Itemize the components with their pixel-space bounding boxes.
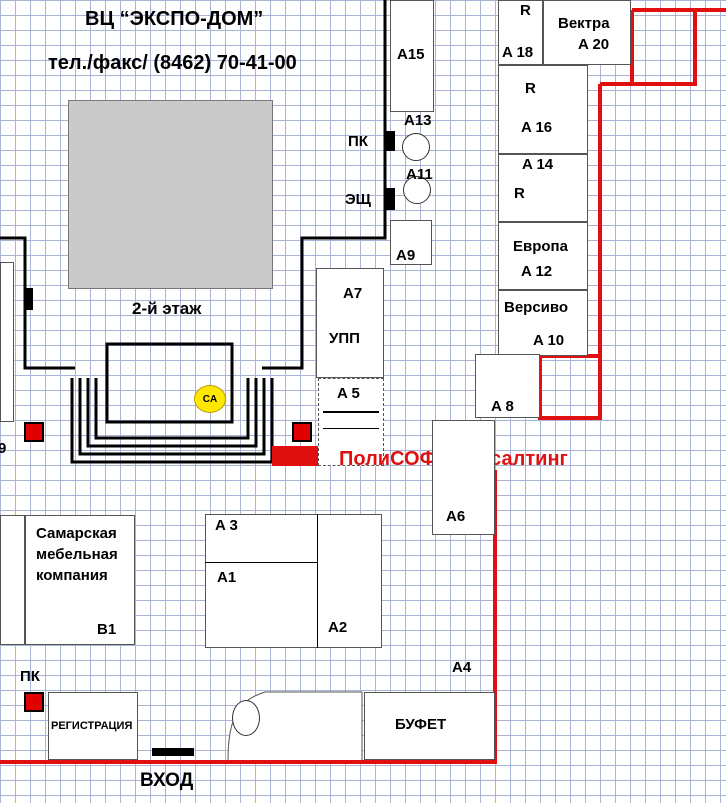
- buffet[interactable]: [364, 692, 495, 760]
- booth-a6-label: A6: [446, 508, 466, 525]
- ca-label: CA: [202, 393, 218, 405]
- booth-a10-name: Версиво: [504, 299, 569, 316]
- booth-a11-label: A11: [406, 166, 433, 183]
- booth-a18-mark: R: [520, 2, 531, 19]
- booth-a3-label: A 3: [215, 517, 238, 534]
- booth-a14[interactable]: [498, 154, 588, 222]
- booth-a1-label: A1: [217, 569, 237, 586]
- booth-divider-vertical: [317, 514, 318, 648]
- booth-a8-label: A 8: [491, 398, 514, 415]
- booth-a4-label: A4: [452, 659, 472, 676]
- polisoft-booth[interactable]: [272, 446, 318, 466]
- booth-a5-label: A 5: [337, 385, 360, 402]
- booth-a5-line1: [323, 411, 379, 413]
- left-small-booth[interactable]: [0, 515, 25, 645]
- pk-top-marker: [385, 131, 395, 151]
- floor-label: 2-й этаж: [132, 299, 202, 318]
- esch-label: ЭЩ: [345, 191, 371, 208]
- booth-a15-label: A15: [397, 46, 425, 63]
- booth-a12-label: A 12: [521, 263, 553, 280]
- booth-a7[interactable]: [316, 268, 384, 378]
- entrance-door[interactable]: [152, 748, 194, 756]
- booth-a1-a2-block: [205, 514, 382, 648]
- column-a11: [403, 176, 431, 204]
- entrance-label: ВХОД: [140, 770, 194, 791]
- column-a13: [402, 133, 430, 161]
- buffet-label: БУФЕТ: [395, 716, 447, 733]
- booth-a12-name: Европа: [513, 238, 568, 255]
- booth-a18[interactable]: [498, 0, 543, 65]
- booth-a20[interactable]: [543, 0, 631, 65]
- booth-a14-mark: R: [514, 185, 525, 202]
- booth-b1-label: B1: [97, 621, 117, 638]
- booth-a14-label: A 14: [522, 156, 554, 173]
- booth-a5-line2: [323, 428, 379, 429]
- fire-marker-left: [24, 422, 44, 442]
- booth-a12[interactable]: [498, 222, 588, 290]
- booth-a13-label: A13: [404, 112, 432, 129]
- booth-a15[interactable]: [390, 0, 434, 112]
- booth-b1-name-1: Самарская: [36, 525, 117, 542]
- registration-label: РЕГИСТРАЦИЯ: [51, 720, 133, 732]
- booth-a18-label: A 18: [502, 44, 534, 61]
- left-partial-booth[interactable]: [0, 262, 14, 422]
- left-edge-char: 9: [0, 440, 7, 457]
- esch-marker: [385, 188, 395, 210]
- venue-phone: тел./факс/ (8462) 70-41-00: [48, 52, 297, 74]
- booth-a16[interactable]: [498, 65, 588, 154]
- booth-a20-label: A 20: [578, 36, 610, 53]
- booth-a8[interactable]: [475, 354, 540, 418]
- central-atrium: [68, 100, 273, 289]
- booth-a9[interactable]: [390, 220, 432, 265]
- registration-desk[interactable]: [48, 692, 138, 760]
- booth-a2-label: A2: [328, 619, 348, 636]
- booth-a6[interactable]: [432, 420, 495, 535]
- booth-a7-label: A7: [343, 285, 363, 302]
- booth-upp-label: УПП: [329, 330, 360, 347]
- booth-a5[interactable]: [318, 378, 384, 466]
- left-wall-marker: [25, 288, 33, 310]
- venue-name: ВЦ “ЭКСПО-ДОМ”: [85, 8, 264, 30]
- lobby-column: [232, 700, 260, 736]
- pk-top-label: ПК: [348, 133, 368, 150]
- booth-a10-label: A 10: [533, 332, 565, 349]
- booth-b1[interactable]: [25, 515, 135, 645]
- booth-a20-name: Вектра: [558, 15, 610, 32]
- booth-a16-mark: R: [525, 80, 536, 97]
- pk-bottom-label: ПК: [20, 668, 40, 685]
- booth-a9-label: A9: [396, 247, 416, 264]
- booth-divider-horizontal: [205, 562, 317, 563]
- fire-marker-center: [292, 422, 312, 442]
- booth-a10[interactable]: [498, 290, 588, 356]
- fire-marker-pk: [24, 692, 44, 712]
- ca-badge[interactable]: CA: [194, 385, 226, 413]
- booth-b1-name-3: компания: [36, 567, 108, 584]
- booth-a16-label: A 16: [521, 119, 553, 136]
- booth-b1-name-2: мебельная: [36, 546, 118, 563]
